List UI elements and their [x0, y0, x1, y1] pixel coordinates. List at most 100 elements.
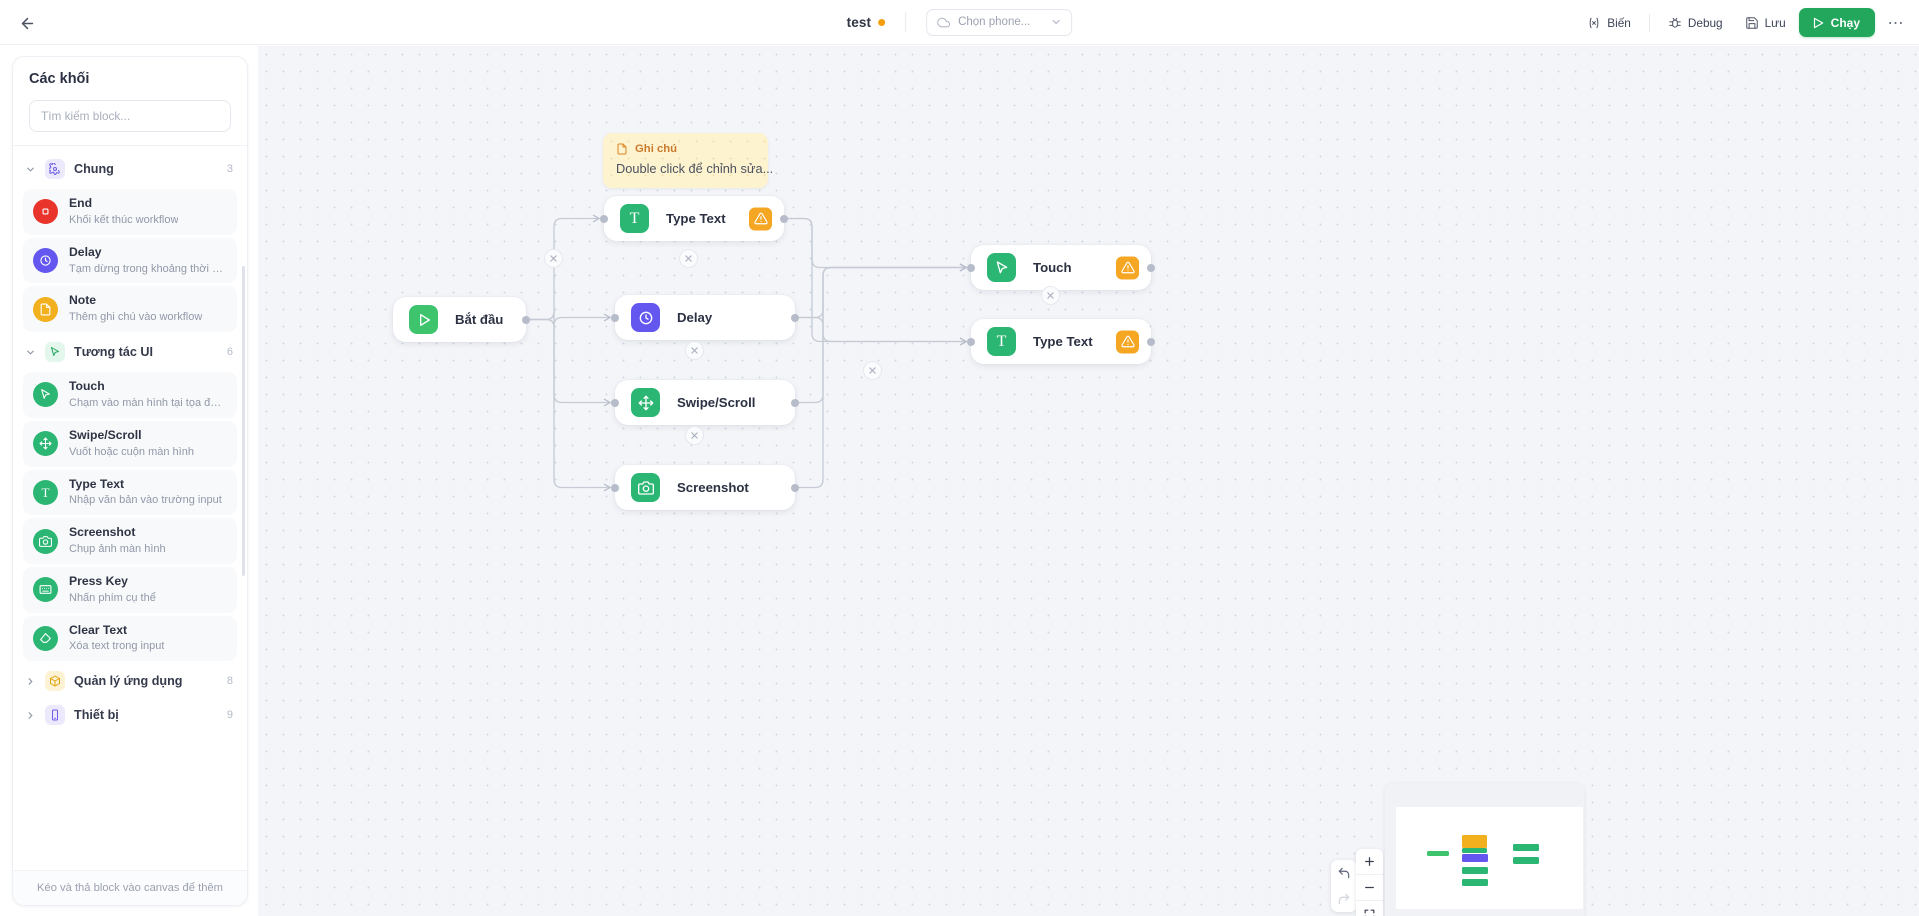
edge-type-text-1-to-touch-1 [784, 217, 966, 269]
clock-icon [33, 248, 58, 274]
edge-delete-button[interactable] [685, 341, 704, 360]
camera-icon [39, 535, 52, 547]
node-output-port[interactable] [1147, 263, 1155, 272]
package-icon [50, 675, 60, 687]
clock-icon [639, 311, 652, 324]
node-start[interactable]: Bắt đầu [393, 297, 530, 342]
sidebar-scrollbar[interactable] [242, 266, 245, 576]
play-icon [409, 305, 438, 334]
more-options-button[interactable]: ⋯ [1887, 14, 1905, 32]
zoom-in-button[interactable] [1356, 849, 1383, 875]
block-name: Touch [69, 379, 105, 394]
node-delay-1[interactable]: Delay [611, 295, 799, 340]
node-output-port[interactable] [522, 315, 530, 324]
node-input-port[interactable] [967, 263, 975, 272]
block-name: Delay [69, 244, 102, 259]
workflow-edges [526, 214, 968, 492]
node-output-port[interactable] [791, 313, 799, 322]
block-name: End [69, 196, 93, 210]
block-name: Clear Text [69, 622, 128, 637]
node-input-port[interactable] [611, 313, 619, 322]
history-controls [1331, 860, 1357, 912]
node-input-port[interactable] [967, 337, 975, 346]
edge-delete-button[interactable] [863, 361, 882, 380]
node-screenshot-1[interactable]: Screenshot [611, 465, 799, 510]
camera-icon [33, 528, 58, 554]
fit-view-button[interactable] [1356, 901, 1383, 916]
edge-delete-button[interactable] [544, 249, 563, 268]
node-input-port[interactable] [600, 214, 608, 223]
category-count: 6 [226, 346, 233, 359]
workflow-canvas[interactable]: Ghi chú Double click để chỉnh sửa... [258, 46, 1919, 916]
header-separator [905, 12, 907, 32]
gear-icon [45, 159, 65, 179]
note-node[interactable]: Ghi chú Double click để chỉnh sửa... [603, 133, 773, 188]
edge-delete-button[interactable] [685, 426, 704, 445]
node-output-port[interactable] [791, 483, 799, 492]
zoom-out-button[interactable] [1356, 875, 1383, 901]
redo-icon [1338, 893, 1350, 905]
debug-button[interactable]: Debug [1659, 9, 1732, 37]
node-warning-badge[interactable] [1116, 256, 1139, 279]
move-arrows-icon [631, 388, 660, 417]
search-input[interactable] [29, 100, 231, 132]
undo-button[interactable] [1331, 860, 1357, 886]
header-center: test Chọn phone... [847, 0, 1073, 45]
note-file-icon [33, 296, 58, 322]
phone-select-dropdown[interactable]: Chọn phone... [926, 8, 1073, 36]
edge-delete-button[interactable] [1041, 286, 1060, 305]
node-swipe-1[interactable]: Swipe/Scroll [611, 380, 799, 425]
chevron-right-icon [24, 676, 36, 687]
node-input-port[interactable] [611, 483, 619, 492]
node-touch-1[interactable]: Touch [967, 245, 1155, 290]
variables-button[interactable]: Biến [1578, 9, 1640, 37]
node-output-port[interactable] [791, 398, 799, 407]
run-button[interactable]: Chạy [1798, 8, 1875, 37]
edge-arrow [959, 337, 968, 346]
redo-button[interactable] [1331, 886, 1357, 912]
warning-triangle-icon [1120, 261, 1135, 274]
minimap-node [1513, 857, 1539, 864]
edge-arrow [959, 263, 968, 272]
node-warning-badge[interactable] [749, 207, 772, 230]
block-description: Xóa text trong input [69, 640, 165, 653]
minimap-node [1462, 867, 1488, 874]
chevron-right-icon [24, 710, 36, 721]
back-button[interactable] [12, 8, 42, 38]
save-button[interactable]: Lưu [1736, 9, 1795, 37]
type-t-icon: T [33, 479, 58, 505]
node-input-port[interactable] [611, 398, 619, 407]
node-output-port[interactable] [780, 214, 788, 223]
minimap[interactable]: React Flow [1385, 783, 1584, 916]
edge-delete-button[interactable] [679, 249, 698, 268]
block-name: Swipe/Scroll [69, 427, 142, 442]
move-arrows-icon [33, 431, 58, 457]
node-warning-badge[interactable] [1116, 330, 1139, 353]
chevron-down-icon [24, 347, 36, 358]
debug-label: Debug [1687, 15, 1723, 30]
save-icon [1745, 16, 1758, 29]
minimap-node [1462, 854, 1488, 862]
play-icon [1813, 17, 1823, 28]
sidebar-header: Các khối [13, 57, 247, 100]
edge-arrow [959, 263, 968, 272]
package-icon [45, 671, 65, 692]
node-output-port[interactable] [1147, 337, 1155, 346]
